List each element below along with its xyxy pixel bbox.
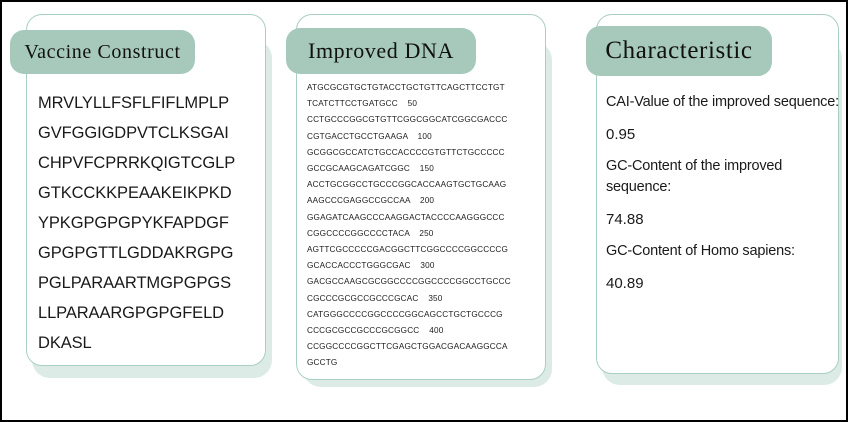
panel-card (296, 14, 546, 380)
characteristic-label: GC-Content of Homo sapiens: (606, 243, 795, 259)
sequence-line: GACGCCAAGCGCGGCCCCGGCCCCGGCCTGCCC (307, 277, 511, 287)
sequence-line: ATGCGCGTGCTGTACCTGCTGTTCAGCTTCCTGT (307, 83, 505, 92)
sequence-line: CCTGCCCGGCGTGTTCGGCGGCATCGGCGACCC (307, 115, 508, 125)
characteristic-entry: GC-Content of the improved sequence: 74.… (606, 156, 844, 230)
sequence-line: CHPVFCPRRKQIGTCGLP (38, 154, 236, 172)
sequence-line: MRVLYLLFSFLFIFLMPLP (38, 94, 229, 112)
sequence-line: YPKGPGPGPYKFAPDGF (38, 214, 229, 232)
characteristic-value: 0.95 (606, 126, 636, 143)
sequence-line: CCCGCGCCGCCCGCGGCC 400 (307, 326, 444, 336)
sequence-line: ACCTGCGGCCTGCCCGGCACCAAGTGCTGCAAG (307, 180, 507, 190)
sequence-line: GCGGCGCCATCTGCCACCCCGTGTTCTGCCCCC (307, 147, 505, 157)
sequence-line: GGAGATCAAGCCCAAGGACTACCCCAAGGGCCC (307, 212, 505, 222)
characteristic-label: GC-Content of the improved sequence: (606, 158, 783, 195)
sequence-line: GCACCACCCTGGGCGAC 300 (307, 261, 435, 271)
sequence-line: LLPARAARGPGPGFELD (38, 304, 224, 322)
sequence-line: AAGCCCGAGGCCGCCAA 200 (307, 196, 435, 206)
sequence-line: CGCCCGCGCCGCCCGCAC 350 (307, 293, 443, 303)
sequence-line: AGTTCGCCCCCGACGGCTTCGGCCCCGGCCCCG (307, 245, 509, 255)
characteristic-value: 74.88 (606, 211, 644, 228)
sequence-line: GCCGCAAGCAGATCGGC 150 (307, 164, 435, 174)
sequence-line: CATGGGCCCCGGCCCCGGCAGCCTGCTGCCCG (307, 309, 503, 319)
sequence-line: GVFGGIGDPVTCLKSGAI (38, 124, 229, 142)
sequence-line: CGTGACCTGCCTGAAGA 100 (307, 131, 432, 141)
panel-title-improved-dna: Improved DNA (286, 28, 476, 74)
panel-body-improved-dna: ATGCGCGTGCTGTACCTGCTGTTCAGCTTCCTGT TCATC… (307, 80, 547, 372)
sequence-line: GPGPGTTLGDDAKRGPG (38, 244, 234, 262)
sequence-line: PGLPARAARTMGPGPGS (38, 274, 231, 292)
characteristic-label: CAI-Value of the improved sequence: (606, 94, 839, 110)
sequence-line: GTKCCKKPEAAKEIKPKD (38, 184, 232, 202)
characteristic-entry: CAI-Value of the improved sequence: 0.95 (606, 92, 844, 145)
characteristic-value: 40.89 (606, 275, 644, 292)
sequence-line: TCATCTTCCTGATGCC 50 (307, 99, 418, 109)
sequence-line: GCCTG (307, 358, 338, 368)
panel-title-characteristic: Characteristic (586, 26, 772, 76)
sequence-line: DKASL (38, 334, 92, 352)
panel-title-vaccine-construct: Vaccine Construct (10, 30, 195, 74)
sequence-line: CCGGCCCCGGCTTCGAGCTGGACGACAAGGCCA (307, 342, 508, 352)
panel-body-characteristic: CAI-Value of the improved sequence: 0.95… (606, 92, 844, 305)
panel-body-vaccine-construct: MRVLYLLFSFLFIFLMPLP GVFGGIGDPVTCLKSGAI C… (38, 88, 270, 358)
characteristic-entry: GC-Content of Homo sapiens: 40.89 (606, 241, 844, 294)
sequence-line: CGGCCCCGGCCCCTACA 250 (307, 228, 434, 238)
